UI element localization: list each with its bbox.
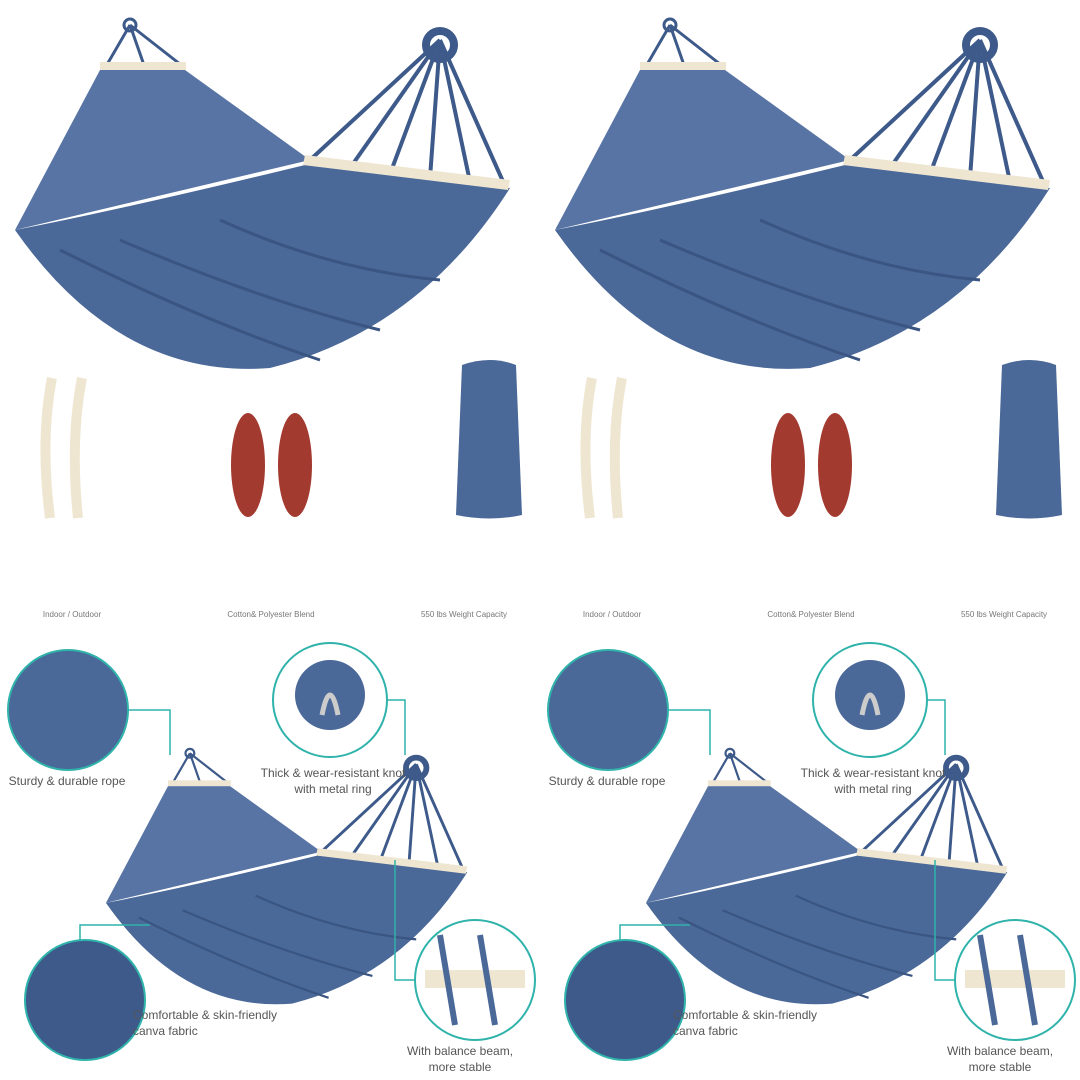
hammock-image	[540, 0, 1062, 519]
callout-beam: With balance beam, more stable	[406, 1044, 514, 1074]
callout-knot: Thick & wear-resistant knot with metal r…	[800, 766, 946, 796]
ropes-image	[231, 413, 312, 517]
rope-detail-circle	[7, 649, 129, 771]
product-panel-top: Indoor / Outdoor Cotton& Polyester Blend…	[540, 0, 1080, 619]
product-panel-top: Indoor / Outdoor Cotton& Polyester Blend…	[0, 0, 540, 619]
callout-knot: Thick & wear-resistant knot with metal r…	[260, 766, 406, 796]
product-panel-bottom: Sturdy & durable rope Thick & wear-resis…	[0, 540, 540, 1080]
feature-material: Cotton& Polyester Blend	[767, 610, 855, 619]
knot-detail-circle	[812, 642, 928, 758]
knot-detail-circle	[272, 642, 388, 758]
hammock-image	[0, 0, 522, 519]
spreader-bars-image	[580, 377, 627, 519]
feature-indoor-outdoor: Indoor / Outdoor	[42, 610, 102, 619]
storage-bag-image	[456, 360, 522, 519]
product-panel-bottom: Sturdy & durable rope Thick & wear-resis…	[540, 540, 1080, 1080]
fabric-detail-circle	[24, 939, 146, 1061]
hammock-detail-image	[7, 642, 536, 1061]
storage-bag-image	[996, 360, 1062, 519]
beam-detail-circle	[414, 919, 536, 1041]
ropes-image	[771, 413, 852, 517]
callout-fabric: Comfortable & skin-friendly canva fabric	[673, 1008, 818, 1038]
spreader-bars-image	[40, 377, 87, 519]
hammock-detail-image	[547, 642, 1076, 1061]
beam-detail-circle	[954, 919, 1076, 1041]
fabric-detail-circle	[564, 939, 686, 1061]
feature-capacity: 550 lbs Weight Capacity	[420, 610, 508, 619]
feature-material: Cotton& Polyester Blend	[227, 610, 315, 619]
callout-fabric: Comfortable & skin-friendly canva fabric	[133, 1008, 278, 1038]
callout-beam: With balance beam, more stable	[946, 1044, 1054, 1074]
rope-detail-circle	[547, 649, 669, 771]
feature-capacity: 550 lbs Weight Capacity	[960, 610, 1048, 619]
callout-rope: Sturdy & durable rope	[548, 774, 666, 788]
feature-indoor-outdoor: Indoor / Outdoor	[582, 610, 642, 619]
callout-rope: Sturdy & durable rope	[8, 774, 126, 788]
